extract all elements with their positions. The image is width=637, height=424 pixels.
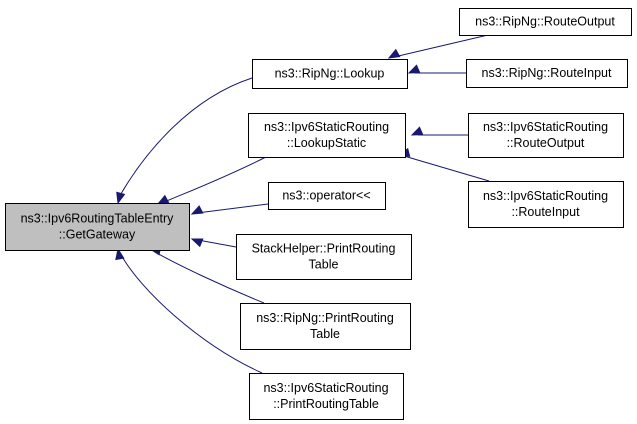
edge-operator-to-root — [190, 203, 269, 215]
arrowhead-icon — [387, 48, 401, 59]
node-box — [240, 303, 411, 350]
arrowhead-icon — [190, 205, 204, 215]
node-ipv6-static-routing-lookup-static[interactable]: ns3::Ipv6StaticRouting::LookupStatic — [248, 113, 406, 158]
node-label-line: ns3::Ipv6StaticRouting — [263, 381, 388, 395]
arrowhead-icon — [407, 64, 421, 74]
node-label-line: ns3::operator<< — [282, 189, 370, 203]
arrowhead-icon — [410, 126, 424, 136]
edge-ripng-route-input-to-ripng-lookup — [407, 64, 466, 74]
node-label-line: ns3::Ipv6StaticRouting — [483, 120, 608, 134]
edge-stack-print-to-root — [190, 238, 237, 248]
arrowhead-icon — [156, 194, 170, 205]
edge-line — [161, 156, 267, 204]
edge-line — [119, 252, 263, 374]
edge-line — [197, 239, 237, 248]
node-ripng-print-routing-table[interactable]: ns3::RipNg::PrintRoutingTable — [240, 303, 411, 350]
edge-line — [403, 155, 490, 182]
edge-line — [117, 77, 253, 200]
node-box — [5, 203, 190, 251]
node-ipv6-static-routing-route-input[interactable]: ns3::Ipv6StaticRouting::RouteInput — [468, 181, 624, 228]
edge-ripng-route-output-to-ripng-lookup — [387, 34, 489, 59]
node-ripng-route-output[interactable]: ns3::RipNg::RouteOutput — [459, 8, 632, 36]
edge-static-print-to-root — [115, 247, 263, 374]
node-ipv6-static-routing-print-routing-table[interactable]: ns3::Ipv6StaticRouting::PrintRoutingTabl… — [249, 373, 404, 420]
edges-layer — [115, 34, 490, 374]
node-label-line: ::RouteOutput — [507, 136, 585, 150]
node-box — [249, 373, 404, 420]
node-label-line: ns3::Ipv6StaticRouting — [264, 120, 389, 134]
node-label-line: ::LookupStatic — [287, 136, 366, 150]
edge-line — [196, 203, 269, 214]
node-label-line: ns3::RipNg::RouteOutput — [475, 15, 615, 29]
edge-static-route-output-to-static-lookup — [410, 126, 468, 136]
node-label-line: ::PrintRoutingTable — [273, 397, 379, 411]
node-box — [248, 113, 406, 158]
arrowhead-icon — [190, 238, 204, 248]
node-box — [252, 59, 408, 89]
node-operator-shift[interactable]: ns3::operator<< — [268, 182, 386, 210]
node-ripng-lookup[interactable]: ns3::RipNg::Lookup — [252, 59, 408, 89]
node-label-line: ns3::RipNg::PrintRouting — [256, 311, 394, 325]
arrowhead-icon — [115, 247, 125, 261]
node-label-line: ns3::RipNg::Lookup — [275, 67, 385, 81]
edge-line — [393, 34, 489, 58]
node-label-line: ns3::Ipv6StaticRouting — [483, 189, 608, 203]
arrowhead-icon — [116, 191, 126, 205]
node-label-line: ns3::Ipv6RoutingTableEntry — [21, 212, 175, 226]
node-label-line: ::RouteInput — [511, 205, 580, 219]
node-label-line: StackHelper::PrintRouting — [252, 242, 396, 256]
node-label-line: Table — [310, 327, 340, 341]
node-ipv6-routing-table-entry-get-gateway[interactable]: ns3::Ipv6RoutingTableEntry::GetGateway — [5, 203, 190, 251]
node-label-line: ns3::RipNg::RouteInput — [482, 66, 612, 80]
edge-static-lookup-to-root — [156, 156, 267, 205]
node-label-line: ::GetGateway — [59, 228, 136, 242]
node-box — [466, 59, 628, 88]
node-box — [268, 182, 386, 210]
node-stack-helper-print-routing-table[interactable]: StackHelper::PrintRoutingTable — [236, 234, 412, 280]
node-box — [468, 181, 624, 228]
node-ipv6-static-routing-route-output[interactable]: ns3::Ipv6StaticRouting::RouteOutput — [468, 113, 624, 158]
node-label-line: Table — [309, 258, 339, 272]
node-box — [236, 234, 412, 280]
edge-line — [154, 251, 265, 304]
nodes-layer: ns3::Ipv6RoutingTableEntry::GetGatewayns… — [5, 8, 632, 420]
node-box — [468, 113, 624, 158]
node-box — [459, 8, 632, 36]
edge-ripng-lookup-to-root — [116, 77, 253, 205]
node-ripng-route-input[interactable]: ns3::RipNg::RouteInput — [466, 59, 628, 88]
